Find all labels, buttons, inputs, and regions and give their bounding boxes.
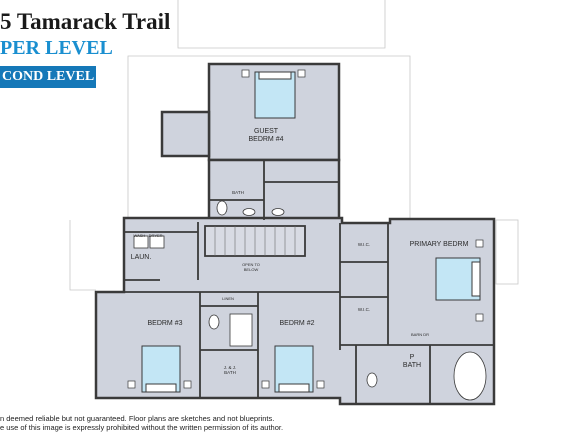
level-badge-label: COND LEVEL xyxy=(2,69,95,84)
disclaimer-line-2: e use of this image is expressly prohibi… xyxy=(0,423,284,432)
room-label-laun: LAUN. xyxy=(130,254,152,261)
guest-bed xyxy=(254,71,296,119)
room-label-barn-dr: BARN DR xyxy=(410,332,429,337)
beds xyxy=(141,71,481,393)
disclaimer-line-1: n deemed reliable but not guaranteed. Fl… xyxy=(0,414,275,423)
room-label-guest-bedrm: GUEST BEDRM #4 xyxy=(248,128,284,144)
level-badge: COND LEVEL xyxy=(0,66,96,88)
stair-treads xyxy=(214,226,296,256)
fixtures xyxy=(133,200,487,401)
listing-title: 5 Tamarack Trail xyxy=(0,9,171,34)
level-subtitle: PER LEVEL xyxy=(0,37,113,59)
main-floor xyxy=(94,216,496,406)
room-label-washer-dryer: WASH DRYER xyxy=(133,233,163,238)
room-label-bedrm-3: BEDRM #3 xyxy=(147,320,183,327)
room-label-wic-2: W.I.C. xyxy=(357,307,371,312)
room-label-bath-top: BATH xyxy=(232,190,244,195)
room-label-bedrm-2: BEDRM #2 xyxy=(279,320,315,327)
room-label-wic-1: W.I.C. xyxy=(357,242,371,247)
outlet-markers xyxy=(127,69,484,389)
room-label-p-bath: P BATH xyxy=(402,354,422,370)
roof-outline xyxy=(69,0,519,291)
room-label-open-to-below: OPEN TO BELOW xyxy=(242,262,260,272)
room-label-jj-bath: J. & J. BATH xyxy=(223,365,237,376)
room-label-primary-bedrm: PRIMARY BEDRM xyxy=(409,241,469,248)
room-label-linen: LINEN xyxy=(222,296,234,301)
